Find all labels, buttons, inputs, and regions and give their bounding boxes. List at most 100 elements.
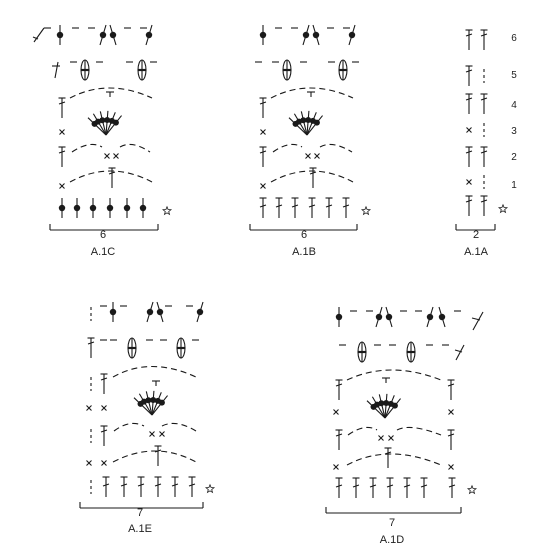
treble-symbol	[480, 146, 488, 167]
chain-arc-symbol	[319, 143, 353, 153]
chain-arc-symbol	[71, 143, 103, 153]
single-crochet-symbol	[466, 127, 472, 133]
row-number-5: 5	[511, 70, 517, 81]
treble-symbol	[154, 445, 162, 466]
dot-stitch-symbol	[385, 306, 393, 328]
treble-symbol	[465, 93, 473, 114]
treble-symbol	[58, 146, 66, 167]
puff-stitch-symbol	[80, 59, 90, 81]
chain-arc-symbol	[113, 422, 145, 432]
fan-group-symbol	[133, 390, 168, 416]
single-crochet-symbol	[159, 431, 165, 437]
fan-group-symbol	[87, 110, 122, 136]
double-crochet-symbol	[102, 476, 110, 497]
puff-stitch-symbol	[282, 59, 292, 81]
tree-st-group-symbol	[106, 91, 114, 97]
dot-stitch-symbol	[375, 306, 383, 328]
dot-stitch-symbol	[156, 301, 164, 323]
chart-a1c-label: A.1C	[91, 246, 116, 258]
treble-symbol	[87, 337, 95, 358]
double-crochet-symbol	[171, 476, 179, 497]
dot-stitch-symbol	[302, 24, 310, 46]
treble-symbol	[465, 195, 473, 216]
treble-symbol	[447, 429, 455, 450]
repeat-bracket	[455, 224, 496, 231]
double-crochet-symbol	[342, 197, 350, 218]
dot-stitch-symbol	[426, 306, 434, 328]
single-crochet-symbol	[260, 183, 266, 189]
dot-stitch-symbol	[106, 198, 114, 218]
chain-arc-symbol	[112, 365, 197, 378]
puff-stitch-symbol	[357, 341, 367, 363]
repeat-bracket	[249, 224, 358, 231]
single-crochet-symbol	[333, 464, 339, 470]
treble-symbol	[58, 97, 66, 118]
dot-stitch-symbol	[139, 198, 147, 218]
dot-stitch-symbol	[123, 198, 131, 218]
treble-symbol	[100, 373, 108, 394]
chain-arc-symbol	[346, 369, 442, 381]
treble-symbol	[335, 379, 343, 400]
star-symbol	[360, 205, 372, 216]
chain-arc-symbol	[270, 87, 354, 99]
treble-symbol	[384, 447, 392, 468]
chain-arc-symbol	[346, 453, 442, 466]
double-crochet-symbol	[137, 476, 145, 497]
row-number-6: 6	[511, 33, 517, 44]
dot-stitch-symbol	[109, 302, 117, 322]
treble-symbol	[54, 61, 59, 79]
star-symbol	[161, 205, 173, 216]
chain-arc-symbol	[272, 143, 303, 153]
treble-symbol	[465, 146, 473, 167]
single-crochet-symbol	[113, 153, 119, 159]
single-crochet-symbol	[305, 153, 311, 159]
dot-stitch-symbol	[99, 24, 107, 46]
puff-stitch-symbol	[176, 337, 186, 359]
treble-symbol	[100, 425, 108, 446]
chart-a1b-label: A.1B	[292, 246, 316, 258]
chain-arc-symbol	[161, 422, 197, 432]
fan-group-symbol	[366, 393, 401, 419]
double-crochet-symbol	[335, 477, 343, 498]
row-number-2: 2	[511, 152, 517, 163]
dot-stitch-symbol	[109, 24, 117, 46]
single-crochet-symbol	[333, 409, 339, 415]
chart-symbols	[32, 24, 509, 514]
chain-arc-symbol	[347, 426, 378, 436]
treble-symbol	[33, 27, 45, 43]
double-crochet-symbol	[352, 477, 360, 498]
single-crochet-symbol	[314, 153, 320, 159]
row-number-4: 4	[511, 100, 517, 111]
chart-a1e-count: 7	[137, 507, 143, 519]
chain-arc-symbol	[69, 87, 153, 99]
treble-symbol	[465, 65, 473, 86]
treble-symbol	[259, 146, 267, 167]
treble-symbol	[455, 344, 465, 361]
single-crochet-symbol	[101, 460, 107, 466]
fan-group-symbol	[288, 110, 323, 136]
dot-stitch-symbol	[58, 198, 66, 218]
row-number-3: 3	[511, 126, 517, 137]
puff-stitch-symbol	[137, 59, 147, 81]
single-crochet-symbol	[101, 405, 107, 411]
puff-stitch-symbol	[406, 341, 416, 363]
treble-symbol	[480, 93, 488, 114]
chart-a1c-count: 6	[100, 229, 106, 241]
treble-symbol	[447, 379, 455, 400]
dot-stitch-symbol	[146, 301, 154, 323]
chain-arc-symbol	[69, 170, 153, 183]
double-crochet-symbol	[120, 476, 128, 497]
star-symbol	[204, 483, 216, 494]
treble-symbol	[472, 311, 484, 331]
double-crochet-symbol	[369, 477, 377, 498]
treble-symbol	[465, 29, 473, 50]
dot-stitch-symbol	[56, 25, 64, 45]
puff-stitch-symbol	[127, 337, 137, 359]
chart-a1a-label: A.1A	[464, 246, 489, 258]
single-crochet-symbol	[448, 464, 454, 470]
double-crochet-symbol	[188, 476, 196, 497]
dot-stitch-symbol	[145, 24, 153, 46]
chart-a1a-count: 2	[473, 229, 479, 241]
chart-a1d-count: 7	[389, 517, 395, 529]
double-crochet-symbol	[259, 197, 267, 218]
